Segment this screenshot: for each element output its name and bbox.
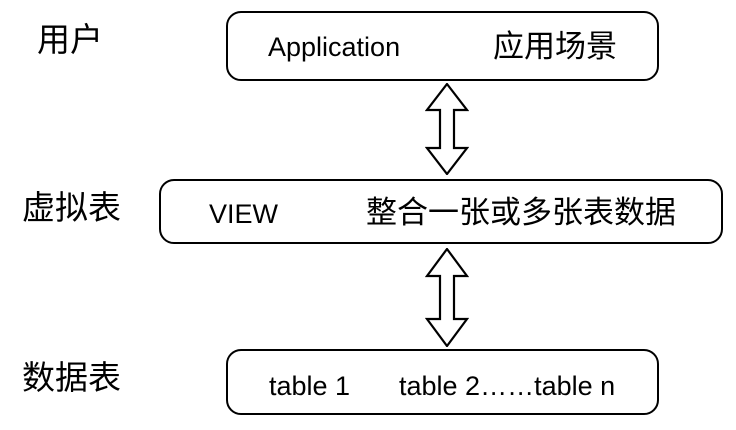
tables-box: table 1 table 2……table n [226,349,659,415]
view-box-latin-label: VIEW [209,199,279,229]
double-headed-arrow-icon [425,248,469,347]
double-headed-arrow-icon [425,83,469,175]
application-box: Application 应用场景 [226,11,659,81]
view-box: VIEW 整合一张或多张表数据 [159,179,723,244]
tables-box-label-table-1: table 1 [269,371,351,401]
double-arrow-icon-view-tables [425,248,469,347]
application-box-latin-label: Application [268,32,401,62]
view-box-cjk-label: 整合一张或多张表数据 [366,195,676,230]
tier-label-virtual-table: 虚拟表 [22,189,121,226]
tables-box-label-table-n: table 2……table n [399,371,616,401]
double-arrow-icon-application-view [425,83,469,175]
application-box-cjk-label: 应用场景 [493,29,617,64]
tier-label-user: 用户 [37,21,103,58]
tier-label-data-table: 数据表 [22,359,121,396]
